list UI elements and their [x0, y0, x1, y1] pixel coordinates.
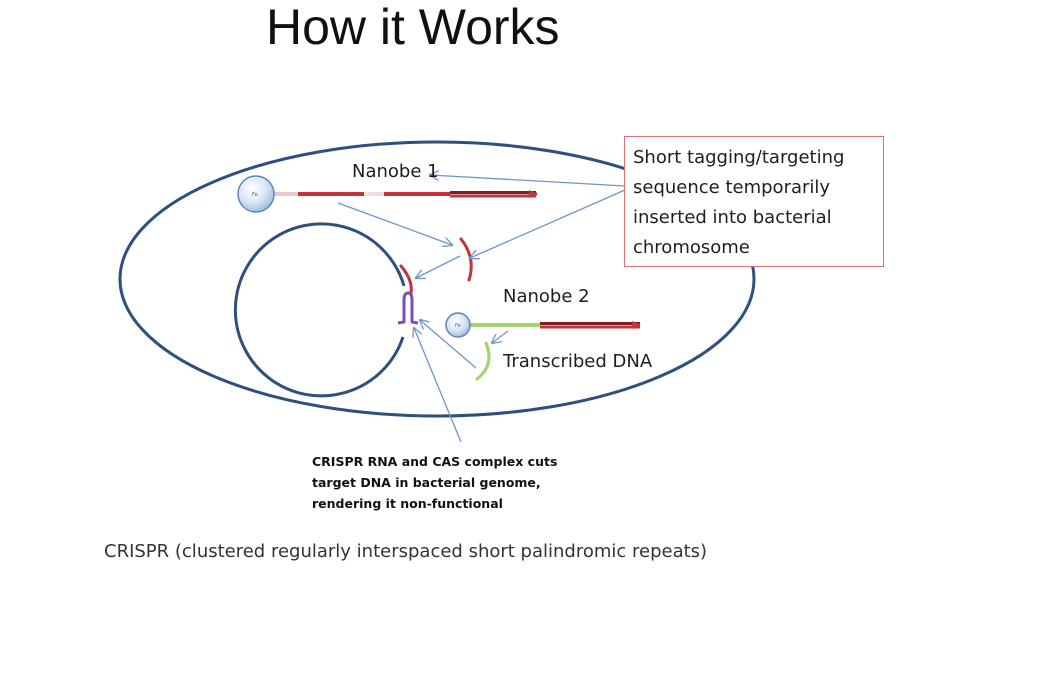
nanobe-2-bead-label: Fe [455, 323, 461, 329]
bacterial-chromosome [233, 222, 406, 398]
free-tag-segment [459, 237, 473, 282]
callout-line: Short tagging/targeting [633, 147, 845, 168]
arrow-free-tag-to-chromosome-tag [416, 255, 461, 278]
arrow-nanobe1-to-free-tag [337, 202, 452, 245]
cas-caption: CRISPR RNA and CAS complex cuts target D… [312, 451, 632, 514]
cas-caption-line: CRISPR RNA and CAS complex cuts [312, 454, 558, 469]
nanobe-1-bead-label: Fe [252, 192, 258, 198]
arrow-nanobe2-to-transcribed [492, 330, 509, 343]
arrow-callout-to-nanobe1-label [430, 175, 626, 187]
nanobe-1-bead [237, 175, 275, 213]
transcribed-dna-segment [475, 341, 491, 381]
slide-title: How it Works [266, 0, 560, 55]
crispr-footnote: CRISPR (clustered regularly interspaced … [104, 541, 708, 562]
cas-complex-shape [397, 291, 419, 325]
nanobe-2: Fe [445, 312, 641, 338]
inserted-tag-segment [399, 264, 413, 295]
callout-box: Short tagging/targeting sequence tempora… [624, 136, 884, 267]
bacterial-cell [118, 140, 756, 418]
nanobe-1-label: Nanobe 1 [352, 161, 439, 182]
nanobe-2-label: Nanobe 2 [503, 286, 590, 307]
callout-line: inserted into bacterial [633, 207, 832, 228]
cas-caption-line: rendering it non-functional [312, 496, 503, 511]
arrow-transcribed-to-cas [420, 320, 477, 369]
transcribed-dna-label: Transcribed DNA [503, 351, 653, 372]
cas-caption-line: target DNA in bacterial genome, [312, 475, 541, 490]
callout-line: chromosome [633, 237, 750, 258]
nanobe-2-bead [445, 312, 471, 338]
arrow-caption-to-cas [414, 328, 462, 443]
nanobe-1: Fe [237, 175, 538, 213]
callout-line: sequence temporarily [633, 177, 831, 198]
arrow-callout-to-free-tag [470, 189, 626, 258]
